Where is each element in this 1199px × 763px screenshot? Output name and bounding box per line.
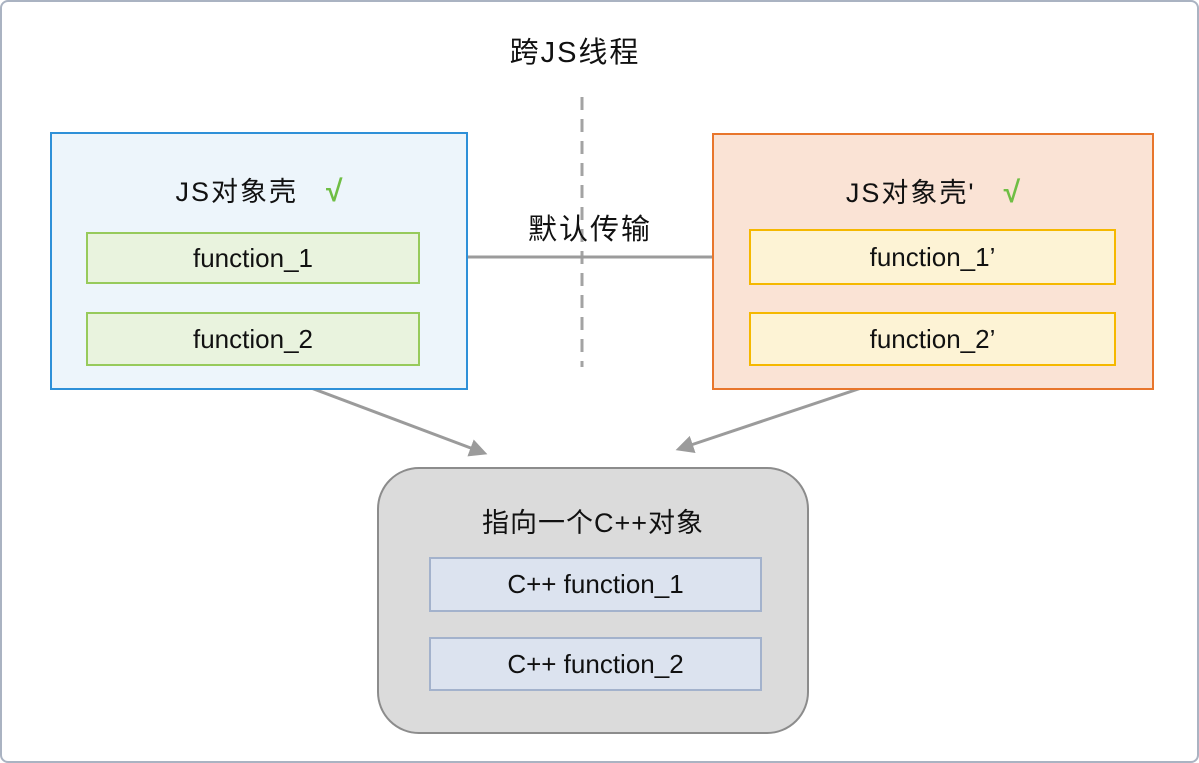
cpp-function-1-box: C++ function_1: [429, 557, 762, 612]
cpp-object-box: 指向一个C++对象 C++ function_1 C++ function_2: [377, 467, 809, 734]
js-shell-right-title-text: JS对象壳': [845, 178, 976, 208]
check-icon: √: [1003, 176, 1021, 209]
cpp-object-title: 指向一个C++对象: [481, 508, 705, 538]
right-function-1-box: function_1’: [749, 229, 1116, 285]
left-function-2-box: function_2: [86, 312, 420, 366]
js-shell-right: JS对象壳' √ function_1’ function_2’: [712, 133, 1154, 390]
check-icon: √: [326, 175, 343, 208]
transfer-label: 默认传输: [527, 214, 652, 246]
diagram-title: 跨JS线程: [509, 37, 641, 69]
js-shell-right-title: JS对象壳' √: [714, 171, 1152, 210]
right-function-2-box: function_2’: [749, 312, 1116, 366]
cpp-function-2-box: C++ function_2: [429, 637, 762, 691]
js-shell-left-title-text: JS对象壳: [175, 177, 299, 207]
left-function-1-box: function_1: [86, 232, 420, 284]
js-shell-left: JS对象壳 √ function_1 function_2: [50, 132, 468, 390]
js-shell-left-title: JS对象壳 √: [52, 170, 466, 209]
